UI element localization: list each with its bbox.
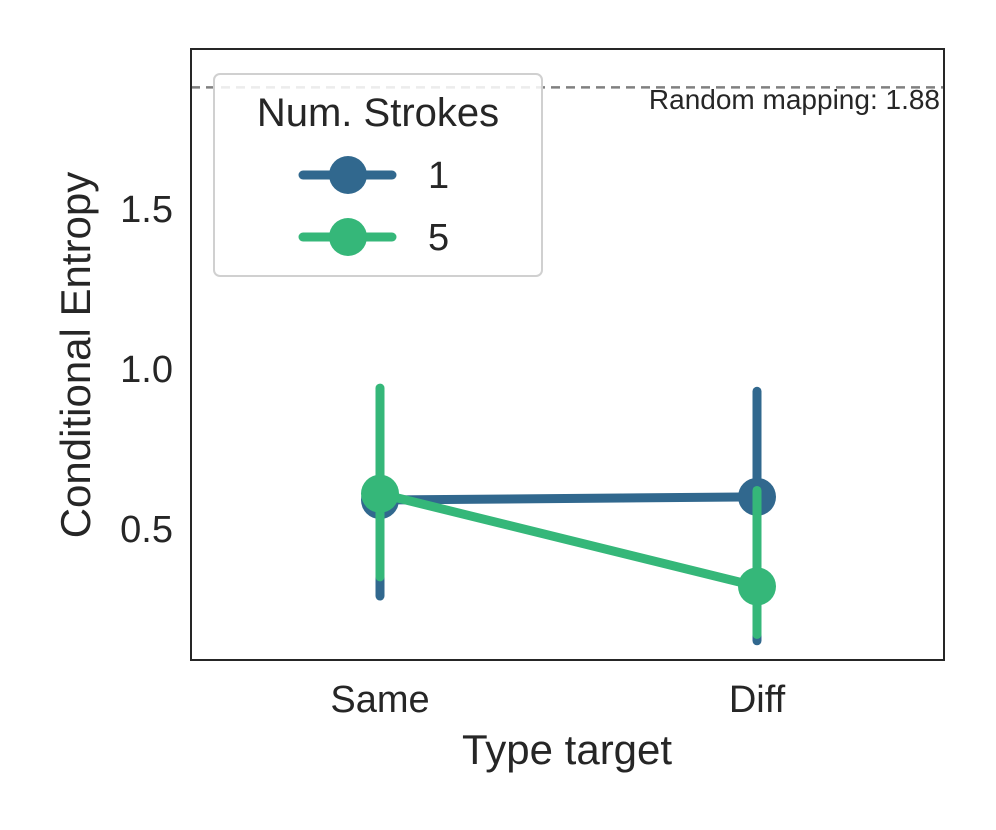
legend-entry-5: 5 (298, 217, 449, 259)
legend-marker (329, 156, 367, 194)
x-tick-label: Same (330, 679, 429, 721)
series-5 (361, 383, 776, 639)
series-line (375, 492, 762, 505)
legend-title: Num. Strokes (257, 91, 499, 135)
data-point (738, 567, 776, 606)
legend-entry-1: 1 (298, 155, 449, 197)
series-line (375, 489, 762, 591)
y-tick-label: 1.5 (120, 189, 173, 231)
y-tick-label: 0.5 (120, 509, 173, 551)
legend-label: 1 (428, 155, 449, 197)
plot-frame (190, 48, 945, 661)
y-tick-label: 1.0 (120, 349, 173, 391)
y-axis-label: Conditional Entropy (52, 172, 99, 539)
x-axis-label: Type target (462, 726, 672, 773)
legend-marker (329, 218, 367, 256)
legend-label: 5 (428, 217, 449, 259)
plot-layer (191, 86, 944, 646)
reference-line-label: Random mapping: 1.88 (649, 84, 940, 115)
x-tick-label: Diff (729, 679, 786, 721)
legend: Num. Strokes 15 (213, 73, 543, 277)
legend-entries: 15 (298, 155, 449, 259)
data-point (361, 474, 399, 513)
